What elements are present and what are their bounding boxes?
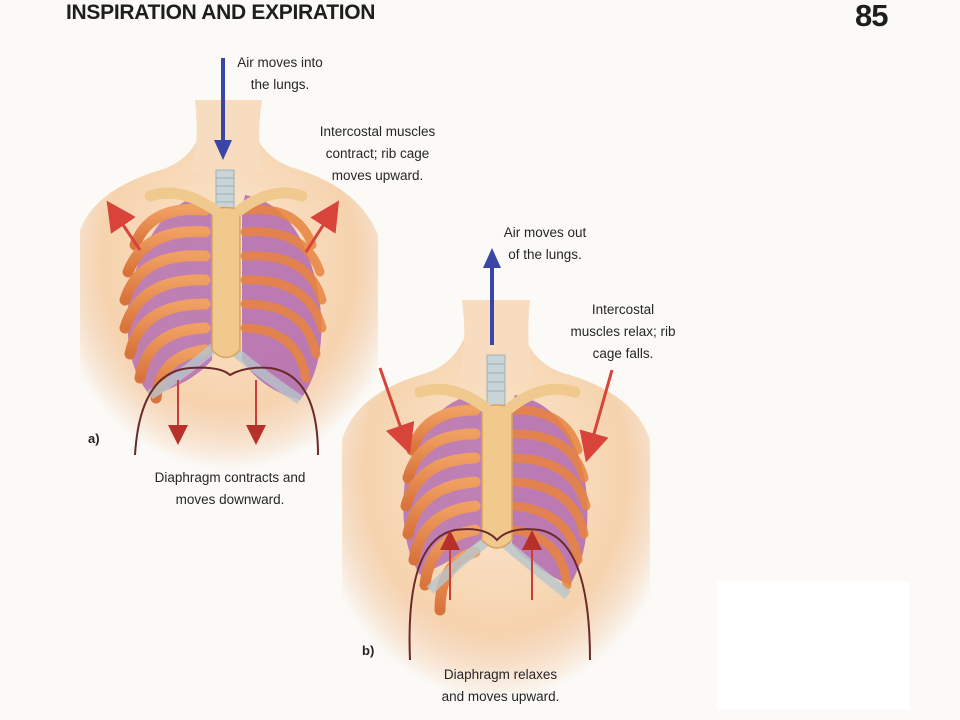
sternum-b [481, 404, 513, 549]
ribcage-up-arrow-right [304, 200, 340, 253]
ribcage-down-arrow-right [579, 369, 614, 463]
air-out-label: Air moves out of the lungs. [503, 225, 587, 262]
panel-a-letter: a) [88, 431, 100, 446]
diaphragm-relax-label: Diaphragm relaxes and moves upward. [441, 667, 560, 704]
page-title: INSPIRATION AND EXPIRATION [66, 1, 376, 24]
ribcage-up-arrow-left [106, 200, 142, 251]
rib-cage-right-a [240, 204, 327, 383]
sternum-a [211, 206, 241, 359]
diaphragm-b [408, 528, 591, 661]
clavicle-a [144, 187, 308, 216]
panel-b-letter: b) [362, 643, 375, 658]
air-in-label: Air moves into the lungs. [237, 55, 323, 92]
ribcage-down-arrow-left [378, 367, 415, 455]
intercostal-relax-label: Intercostal muscles relax; rib cage fall… [570, 302, 676, 361]
rib-cage-left-a [119, 203, 211, 404]
intercostal-contract-label: Intercostal muscles contract; rib cage m… [319, 124, 436, 183]
page-number: 85 [855, 0, 888, 33]
diaphragm-contract-label: Diaphragm contracts and moves downward. [154, 470, 306, 507]
diaphragm-a [134, 366, 319, 456]
clavicle-b [414, 383, 581, 414]
blank-overlay [717, 582, 910, 710]
